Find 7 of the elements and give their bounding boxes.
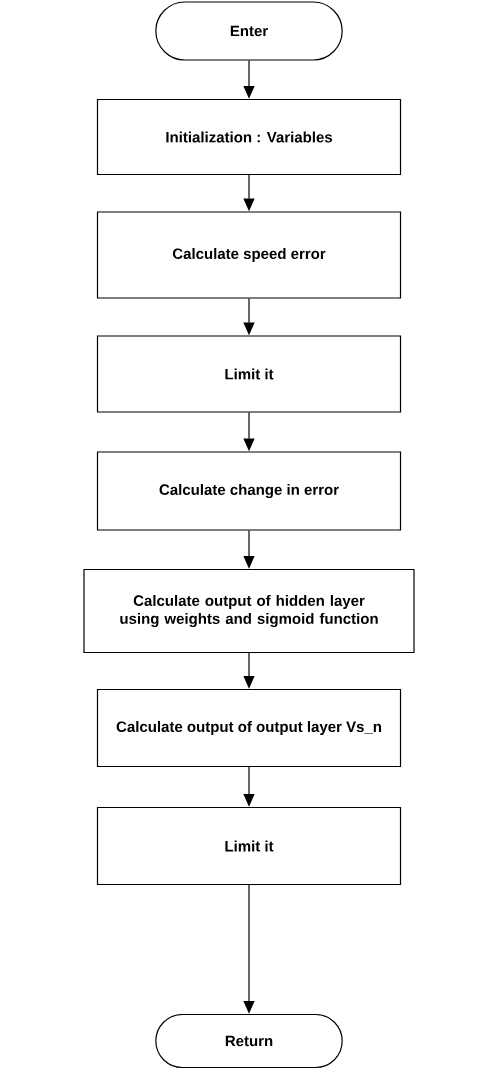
process-box: Calculate output of hidden layer using weights and sigmoid function bbox=[83, 568, 415, 654]
process-box: Limit it bbox=[96, 806, 402, 886]
process-box: Calculate output of output layer Vs_n bbox=[96, 688, 402, 768]
process-box: Initialization : Variables bbox=[96, 98, 402, 176]
process-box: Calculate change in error bbox=[96, 451, 402, 531]
process-box: Limit it bbox=[96, 335, 402, 413]
process-box: Calculate speed error bbox=[96, 211, 402, 299]
